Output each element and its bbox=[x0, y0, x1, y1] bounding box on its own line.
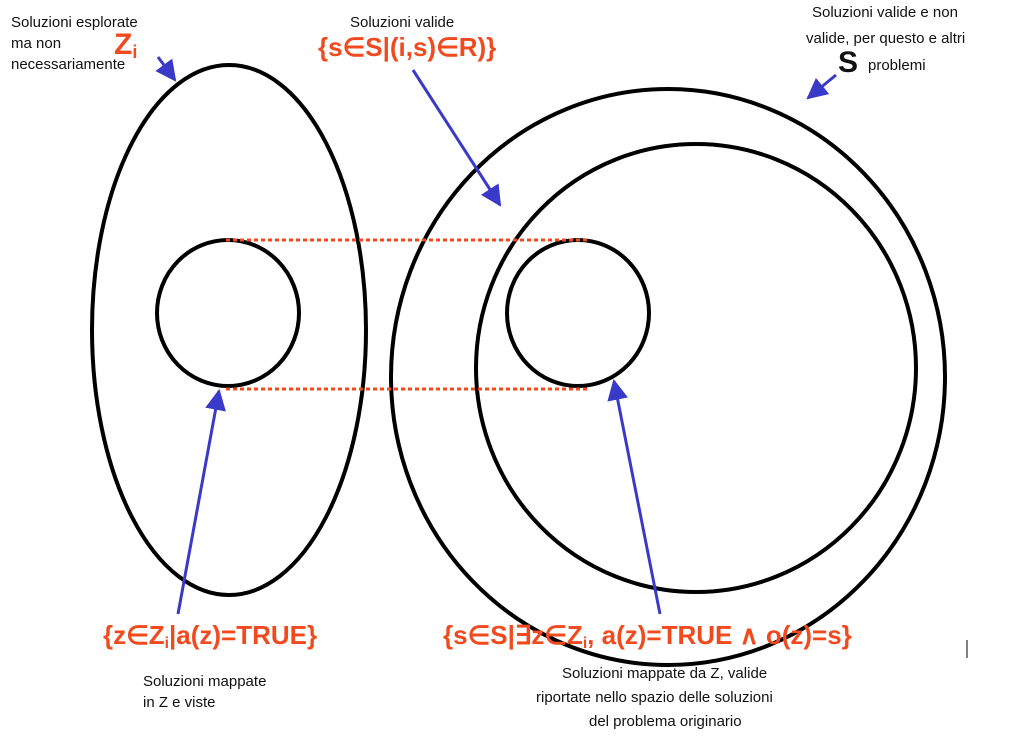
arrow-s bbox=[806, 73, 837, 100]
mapped-s-circle bbox=[505, 238, 651, 388]
mapped-z-circle bbox=[155, 238, 301, 388]
s-set-formula: {s∈S|∃z∈Zi, a(z)=TRUE ∧ o(z)=s} bbox=[443, 620, 852, 652]
arrow-zi bbox=[155, 56, 177, 82]
valid-label: Soluzioni valide bbox=[350, 14, 455, 31]
s-symbol: S bbox=[838, 46, 859, 79]
mapped-s-label-line1: Soluzioni mappate da Z, valide bbox=[562, 665, 768, 682]
mapped-s-label-line2: riportate nello spazio delle soluzioni bbox=[536, 689, 773, 706]
all-solutions-label-line1: Soluzioni valide e non bbox=[812, 4, 958, 21]
mapped-z-label-line1: Soluzioni mappate bbox=[143, 673, 267, 690]
explored-label-line3: necessariamente bbox=[11, 56, 126, 73]
mapped-z-label-line2: in Z e viste bbox=[143, 694, 216, 711]
all-solutions-label-line3: problemi bbox=[868, 57, 926, 74]
s-outer-circle bbox=[389, 87, 947, 667]
zi-symbol: Zi bbox=[114, 28, 138, 62]
explored-label-line2: ma non bbox=[11, 35, 62, 52]
mapped-s-label-line3: del problema originario bbox=[589, 713, 742, 730]
all-solutions-label-line2: valide, per questo e altri bbox=[806, 30, 966, 47]
arrow-valid bbox=[411, 69, 502, 207]
z-set-formula: {z∈Zi|a(z)=TRUE} bbox=[103, 620, 318, 652]
zi-ellipse bbox=[90, 63, 368, 597]
valid-solutions-circle bbox=[474, 142, 918, 594]
mapped-z-label: Soluzioni mappate in Z e viste bbox=[143, 671, 266, 713]
explored-label: Soluzioni esplorate ma non necessariamen… bbox=[11, 12, 138, 75]
arrow-mapped-z bbox=[176, 388, 226, 615]
valid-set-formula: {s∈S|(i,s)∈R)} bbox=[318, 32, 497, 62]
explored-label-line1: Soluzioni esplorate bbox=[11, 14, 138, 31]
arrow-mapped-s bbox=[607, 378, 662, 615]
